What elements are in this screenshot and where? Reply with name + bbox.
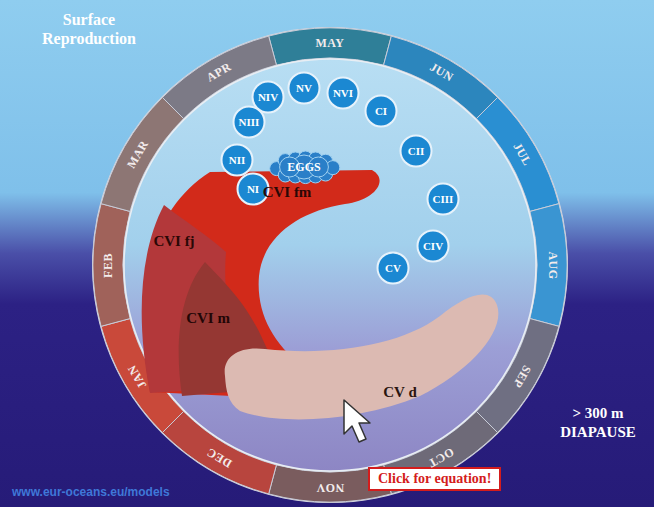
stage-label: CVI m: [186, 310, 230, 327]
zone-label: Surface Reproduction: [14, 10, 164, 48]
stage-circle: NII: [220, 143, 254, 177]
cursor-arrow: [344, 400, 370, 442]
circle-fill: [378, 253, 409, 284]
stage-circle: NVI: [326, 76, 360, 110]
circle-fill: [289, 73, 320, 104]
stage-circle: CI: [364, 94, 398, 128]
band-shape: [215, 280, 510, 430]
stage-circle: CV: [376, 251, 410, 285]
stage-name: NV: [296, 82, 312, 94]
circle-fill: [253, 82, 284, 113]
stage-name: CIII: [433, 193, 454, 205]
circle-fill: [401, 136, 432, 167]
month-ring: [93, 28, 567, 502]
stage-circle: NV: [287, 71, 321, 105]
circle-fill: [328, 78, 359, 109]
eggs-label: EGGS: [287, 160, 320, 175]
circle-fill: [222, 145, 253, 176]
stage-band: CV d: [215, 280, 510, 430]
stage-circle: NIV: [251, 80, 285, 114]
month-label: MAY: [315, 36, 344, 51]
circle-fill: [428, 184, 459, 215]
stage-circle: CII: [399, 134, 433, 168]
inner-disk: [124, 59, 536, 471]
stage-name: CV: [385, 262, 401, 274]
stage-label: CV d: [383, 384, 417, 401]
month-label: AUG: [544, 251, 559, 279]
stage-label: CVI fj: [153, 233, 194, 250]
stage-name: CIV: [423, 240, 443, 252]
ring-edge: [92, 27, 568, 503]
circle-fill: [238, 174, 269, 205]
zone-label: > 300 m DIAPAUSE: [548, 404, 648, 442]
stage-name: CI: [375, 105, 387, 117]
month-label: FEB: [101, 253, 116, 278]
stage-name: NIII: [239, 116, 260, 128]
stage-name: NII: [229, 154, 246, 166]
circle-fill: [418, 231, 449, 262]
website-url: www.eur-oceans.eu/models: [12, 485, 170, 499]
eggs-cluster: EGGS: [268, 151, 340, 183]
stage-label: CVI fm: [263, 184, 312, 201]
stage-circle: CIII: [426, 182, 460, 216]
month-label: NOV: [316, 480, 344, 495]
stage-name: NIV: [258, 91, 278, 103]
stage-name: NVI: [333, 87, 353, 99]
band-fill: [225, 295, 499, 420]
circle-fill: [366, 96, 397, 127]
stage-name: NI: [247, 183, 259, 195]
stage-circle: CIV: [416, 229, 450, 263]
mouse-cursor: [338, 398, 378, 448]
callout-button: Click for equation!: [368, 467, 501, 491]
stage-name: CII: [408, 145, 425, 157]
